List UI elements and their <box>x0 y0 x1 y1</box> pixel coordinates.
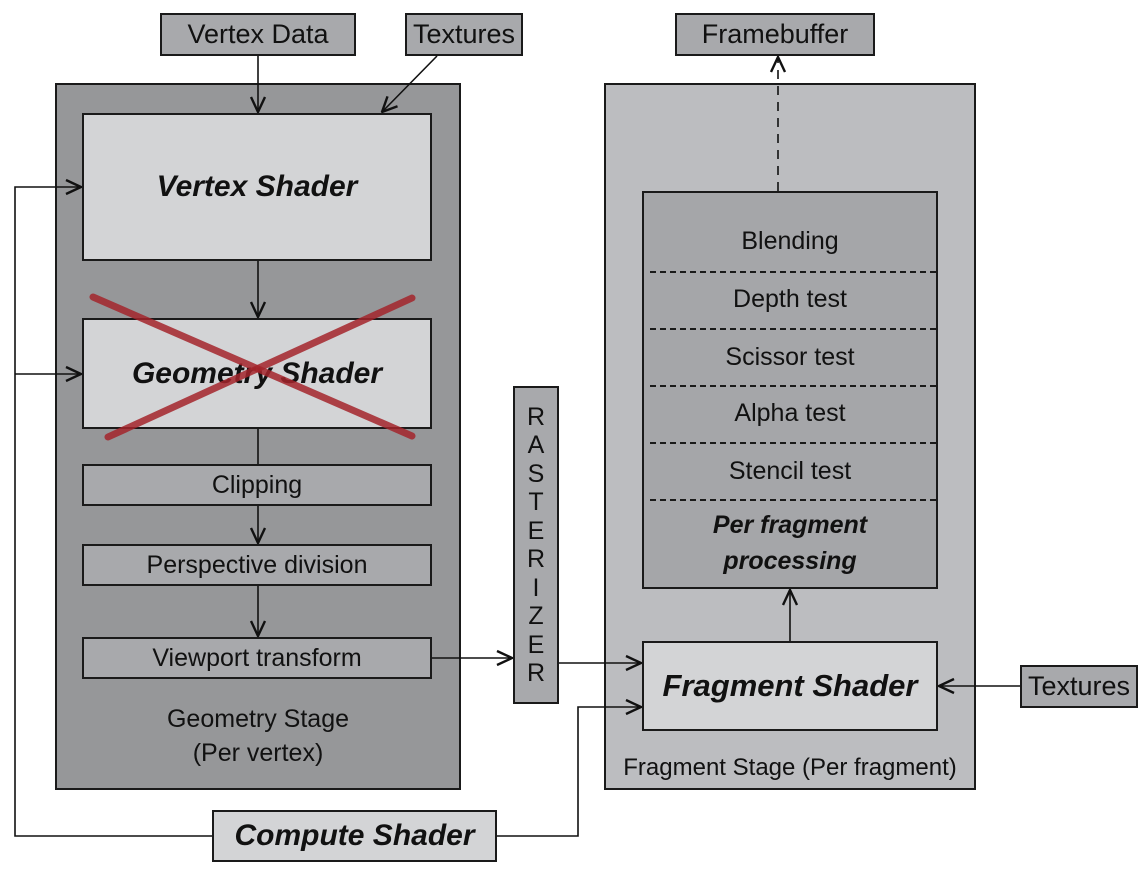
textures-right-label: Textures <box>1027 671 1131 701</box>
geometry-stage-label: Geometry Stage (Per vertex) <box>55 702 461 770</box>
textures-top-box: Textures <box>405 13 523 56</box>
framebuffer-box: Framebuffer <box>675 13 875 56</box>
divider <box>650 328 936 330</box>
rasterizer-letter: R <box>526 659 546 687</box>
divider <box>650 271 936 273</box>
vertex-data-label: Vertex Data <box>187 19 329 49</box>
framebuffer-label: Framebuffer <box>701 19 849 49</box>
divider <box>650 499 936 501</box>
rasterizer-box: R A S T E R I Z E R <box>513 386 559 704</box>
fragment-stage-label: Fragment Stage (Per fragment) <box>623 754 957 781</box>
scissor-test-label: Scissor test <box>725 343 855 371</box>
divider <box>650 385 936 387</box>
geometry-stage-label-line1: Geometry Stage <box>166 705 350 733</box>
vertex-data-box: Vertex Data <box>160 13 356 56</box>
stencil-test-label: Stencil test <box>728 457 852 485</box>
rasterizer-letter: S <box>527 459 545 488</box>
perspective-division-label: Perspective division <box>146 550 368 579</box>
compute-shader-box: Compute Shader <box>212 810 497 862</box>
textures-right-box: Textures <box>1020 665 1138 708</box>
vertex-shader-box: Vertex Shader <box>82 113 432 261</box>
rasterizer-letter: R <box>526 402 546 431</box>
perspective-division-box: Perspective division <box>82 544 432 586</box>
fragment-shader-label: Fragment Shader <box>662 668 918 703</box>
rasterizer-letter: T <box>528 488 544 516</box>
per-fragment-line1: Per fragment <box>712 511 868 539</box>
clipping-box: Clipping <box>82 464 432 506</box>
compute-to-vertex-wire <box>14 187 212 837</box>
per-fragment-operations-box: Blending Depth test Scissor test Alpha t… <box>642 191 938 589</box>
geometry-shader-box: Geometry Shader <box>82 318 432 429</box>
alpha-test-label: Alpha test <box>734 399 846 427</box>
compute-shader-label: Compute Shader <box>234 819 475 852</box>
clipping-label: Clipping <box>211 470 303 499</box>
per-fragment-processing-label: Per fragment processing <box>644 507 936 579</box>
textures-to-vertex-arrow <box>382 55 438 112</box>
geometry-stage-label-line2: (Per vertex) <box>192 739 324 767</box>
depth-test-label: Depth test <box>733 285 847 313</box>
blending-label: Blending <box>741 227 839 255</box>
rasterizer-letter: E <box>527 630 545 659</box>
viewport-transform-box: Viewport transform <box>82 637 432 679</box>
compute-to-fragment-arrow <box>497 707 641 837</box>
geometry-shader-cross-icon <box>89 293 416 441</box>
divider <box>650 442 936 444</box>
rasterizer-letter: I <box>532 573 540 602</box>
cross-stroke <box>104 294 416 441</box>
textures-top-label: Textures <box>412 19 516 49</box>
geometry-shader-label: Geometry Shader <box>131 356 383 390</box>
rasterizer-letter: R <box>526 545 546 573</box>
cross-stroke <box>89 293 416 440</box>
fragment-shader-box: Fragment Shader <box>642 641 938 731</box>
rasterizer-letter: A <box>527 431 545 459</box>
vertex-shader-label: Vertex Shader <box>156 170 358 203</box>
viewport-transform-label: Viewport transform <box>152 643 362 672</box>
per-fragment-line2: processing <box>723 547 857 575</box>
rasterizer-letter: Z <box>528 602 544 630</box>
rasterizer-letter: E <box>527 516 545 545</box>
